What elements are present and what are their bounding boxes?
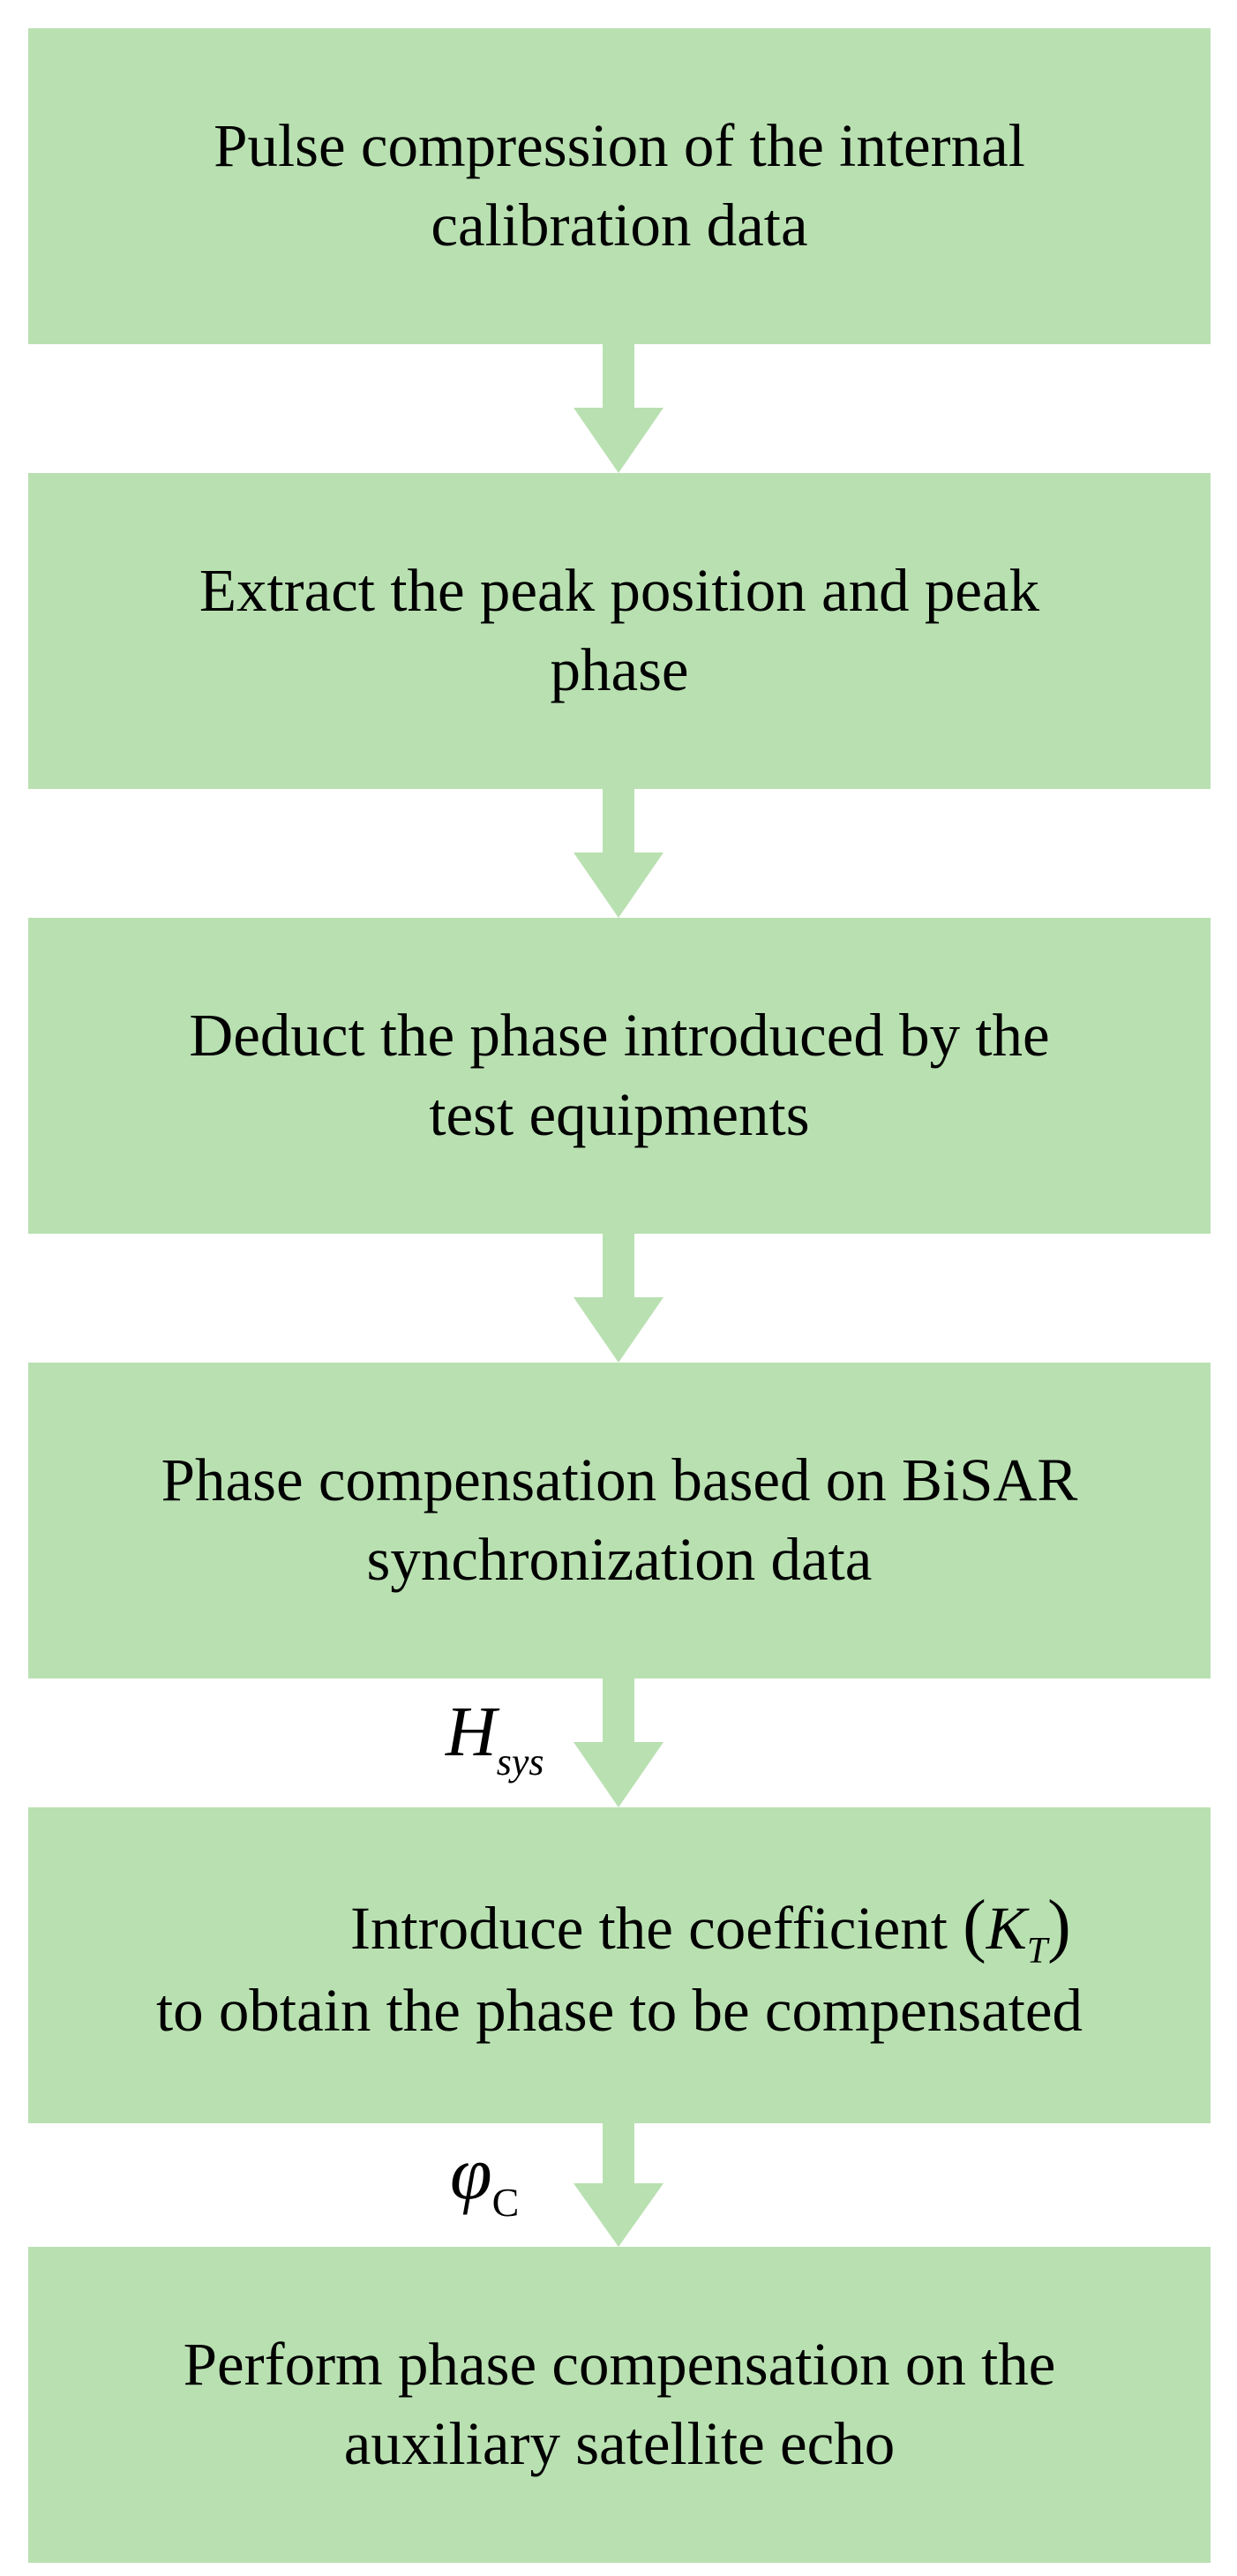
arrow-5-to-6 — [574, 2123, 663, 2247]
step-2-box: Extract the peak position and peak phase — [28, 473, 1211, 789]
arrow-2-to-3 — [574, 789, 663, 918]
h-sys-main: H — [446, 1694, 497, 1771]
h-sys-subscript: sys — [496, 1740, 544, 1784]
step-4-label: Phase compensation based on BiSAR synchr… — [161, 1446, 1078, 1593]
step-2-label: Extract the peak position and peak phase — [199, 557, 1040, 703]
phi-c-label: φC — [450, 2129, 519, 2225]
step-5-label-post: to obtain the phase to be compensated — [155, 1977, 1083, 2045]
arrow-4-to-5 — [574, 1679, 663, 1807]
arrow-3-to-4 — [574, 1234, 663, 1363]
phi-c-main: φ — [450, 2130, 492, 2215]
step-3-box: Deduct the phase introduced by the test … — [28, 918, 1211, 1234]
step-3-label: Deduct the phase introduced by the test … — [189, 1002, 1050, 1148]
step-5-box: Introduce the coefficient (KT) to obtain… — [28, 1807, 1211, 2123]
arrow-1-to-2 — [574, 344, 663, 473]
step-5-label: Introduce the coefficient (KT) to obtain… — [156, 1880, 1083, 2051]
step-1-label: Pulse compression of the internal calibr… — [214, 112, 1025, 259]
coefficient-kt: (KT) — [963, 1887, 1071, 1972]
step-6-box: Perform phase compensation on the auxili… — [28, 2247, 1211, 2563]
phi-c-subscript: C — [491, 2180, 520, 2225]
step-5-label-pre: Introduce the coefficient — [349, 1895, 948, 1963]
step-1-box: Pulse compression of the internal calibr… — [28, 28, 1211, 344]
step-6-label: Perform phase compensation on the auxili… — [183, 2331, 1056, 2477]
h-sys-label: Hsys — [446, 1693, 544, 1784]
step-4-box: Phase compensation based on BiSAR synchr… — [28, 1363, 1211, 1679]
